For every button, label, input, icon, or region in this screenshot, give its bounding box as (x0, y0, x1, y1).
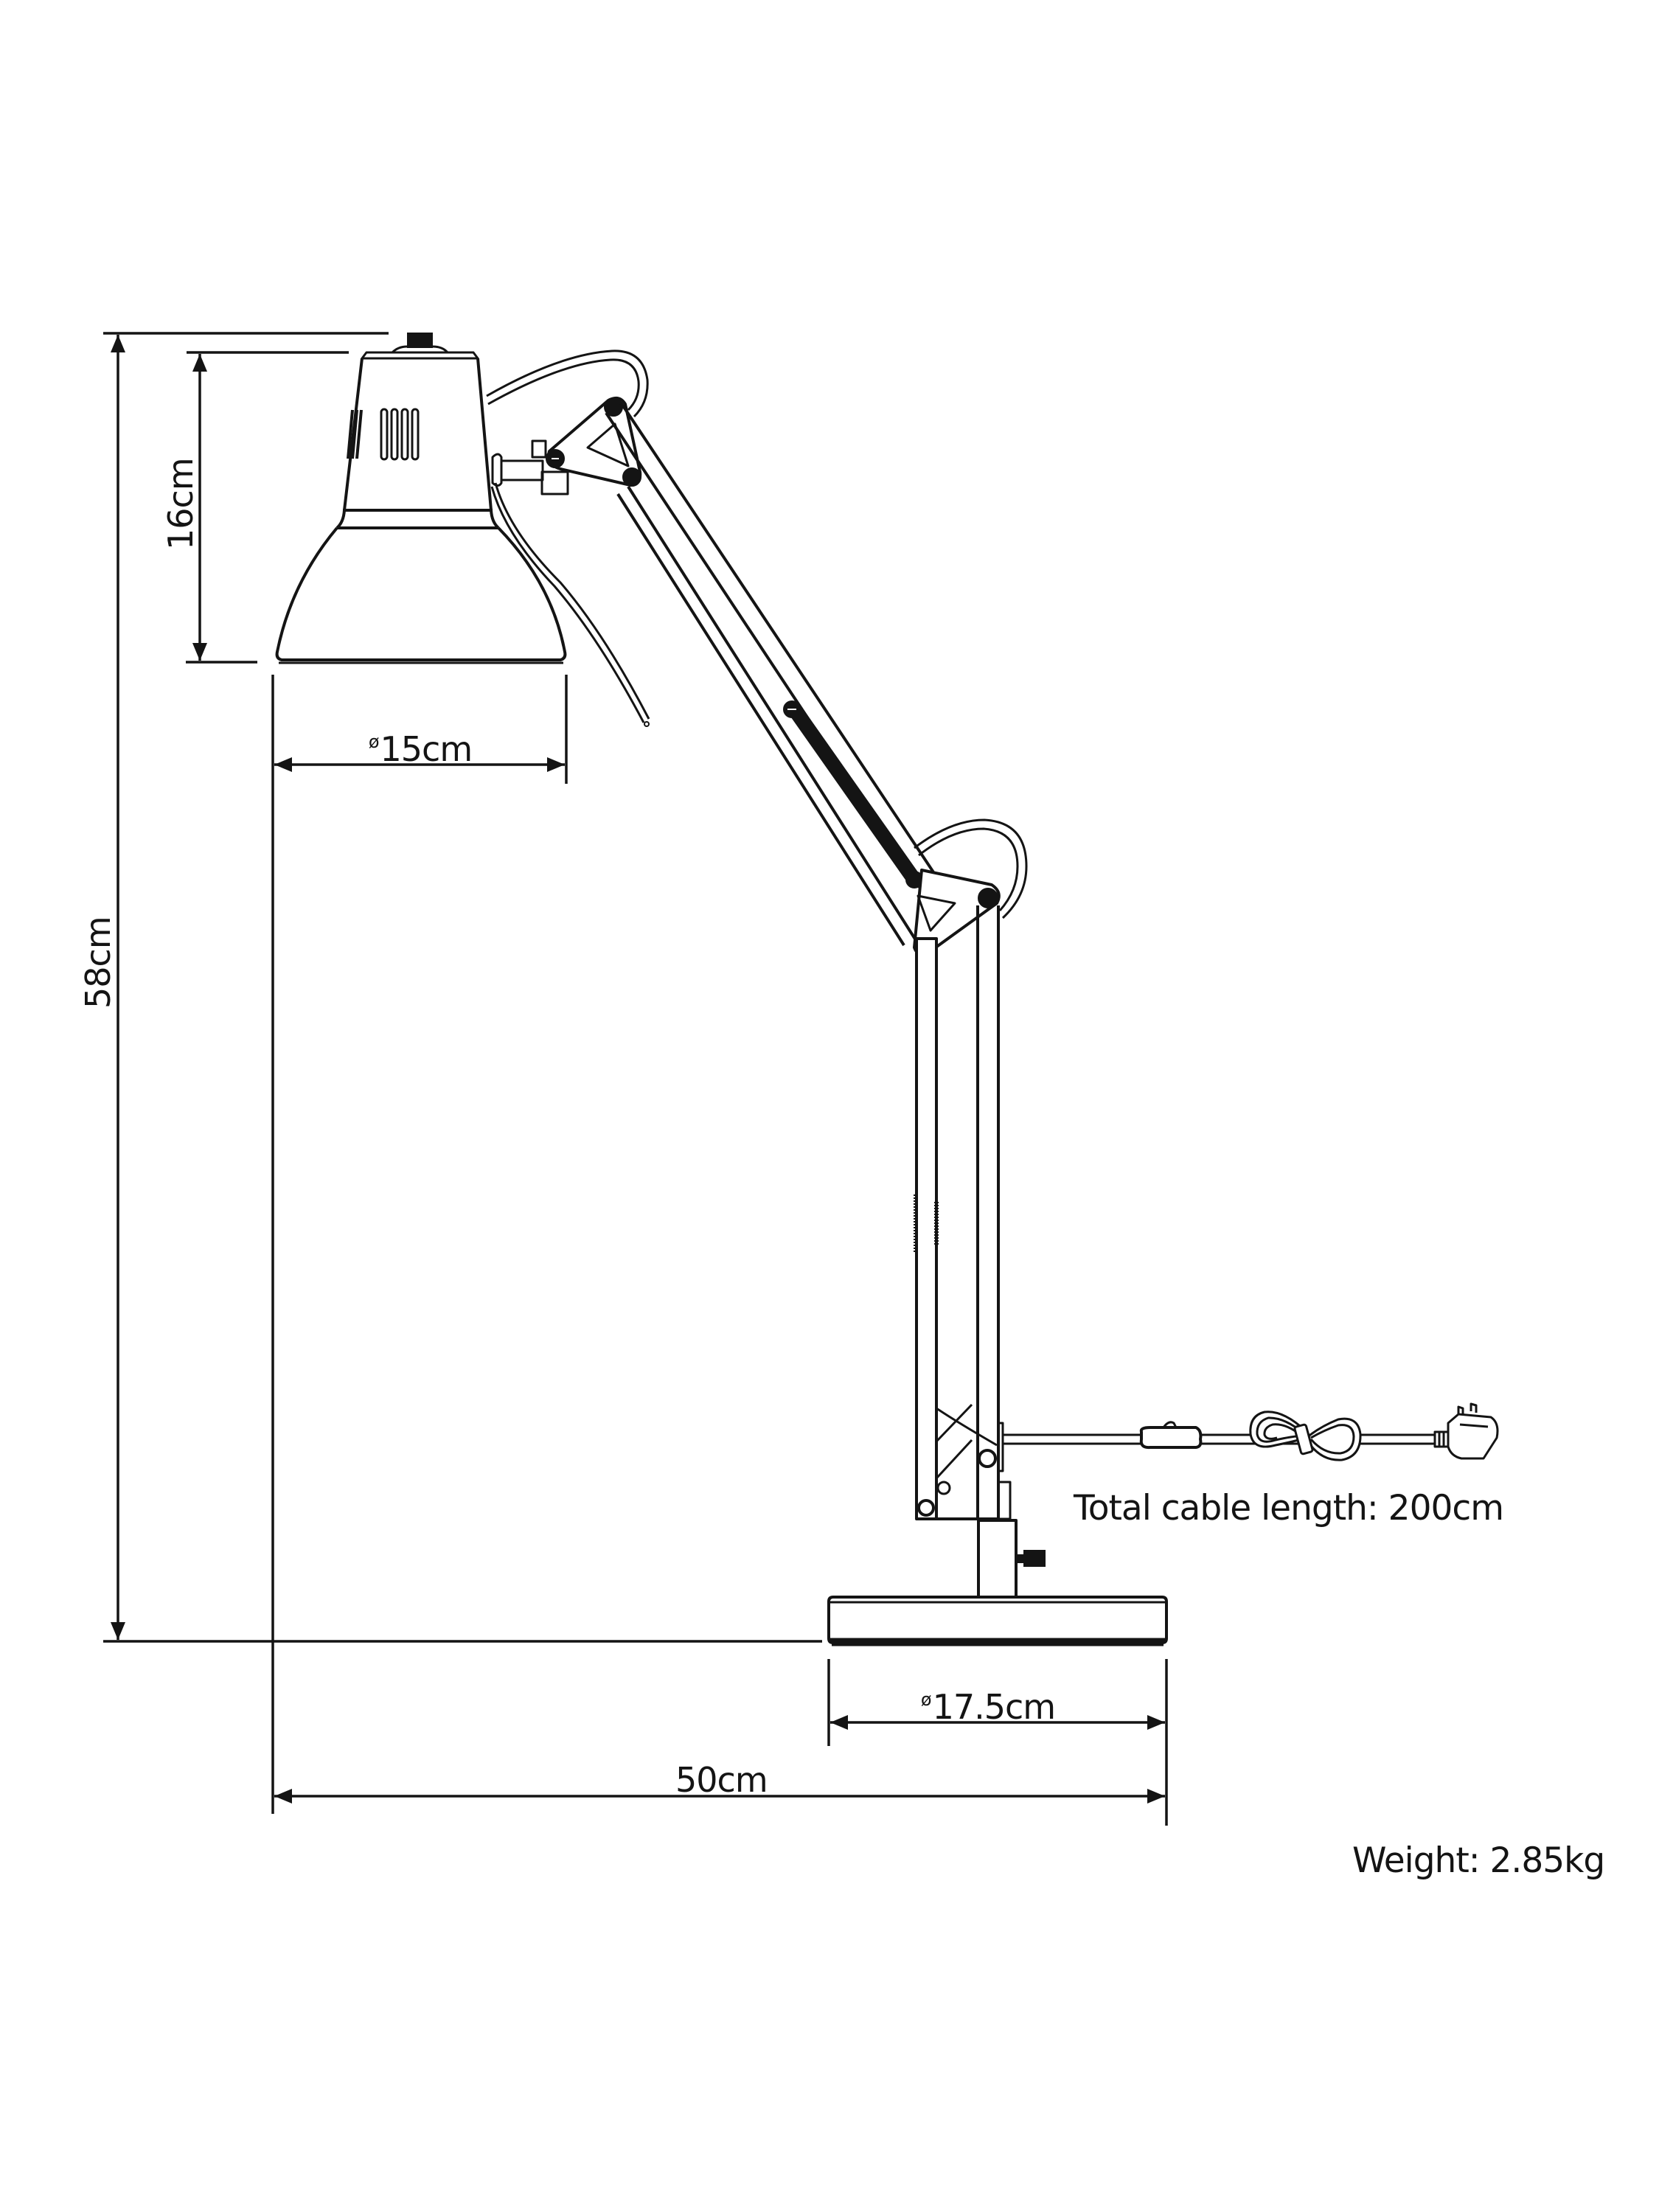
dimension-17-5cm (827, 1659, 1168, 1826)
lamp-column (977, 1481, 1046, 1599)
arm-spring (787, 703, 921, 884)
pivot-screw (978, 888, 998, 908)
dimension-value: 17.5cm (932, 1687, 1057, 1727)
lower-arm (914, 905, 1004, 1520)
dimension-label-16cm: 16cm (161, 458, 201, 550)
upper-cable-loop (486, 349, 649, 418)
upper-arm (605, 401, 960, 947)
power-cable (1003, 1402, 1499, 1461)
weight-note: Weight: 2.85kg (1352, 1840, 1605, 1881)
dimension-16cm (186, 351, 349, 664)
cable-length-note: Total cable length: 200cm (1074, 1488, 1504, 1528)
lamp-base (827, 1596, 1168, 1646)
inline-switch-icon (1139, 1426, 1203, 1450)
elbow-cable-loop (914, 818, 1028, 919)
dimension-58cm (103, 332, 822, 1643)
height-knob (1023, 1550, 1046, 1567)
pivot-screw (604, 397, 623, 417)
dimension-label-50cm: 50cm (675, 1760, 768, 1800)
diameter-symbol: ø (920, 1689, 932, 1710)
dimension-value: 15cm (380, 729, 473, 769)
lamp-shade (275, 333, 567, 664)
dimension-15cm (271, 675, 568, 1814)
plug-icon (1433, 1402, 1499, 1460)
dimension-label-17-5cm: ø17.5cm (914, 1690, 1062, 1724)
pivot-screw (622, 467, 641, 487)
cable-coil-icon (1249, 1411, 1362, 1461)
dimension-label-58cm: 58cm (78, 917, 118, 1009)
shade-switch-knob (407, 333, 433, 348)
upper-joint (531, 396, 642, 495)
shade-vents (347, 408, 420, 461)
dimension-label-15cm: ø15cm (354, 732, 487, 766)
shade-cable (494, 482, 650, 720)
diameter-symbol: ø (368, 731, 380, 752)
